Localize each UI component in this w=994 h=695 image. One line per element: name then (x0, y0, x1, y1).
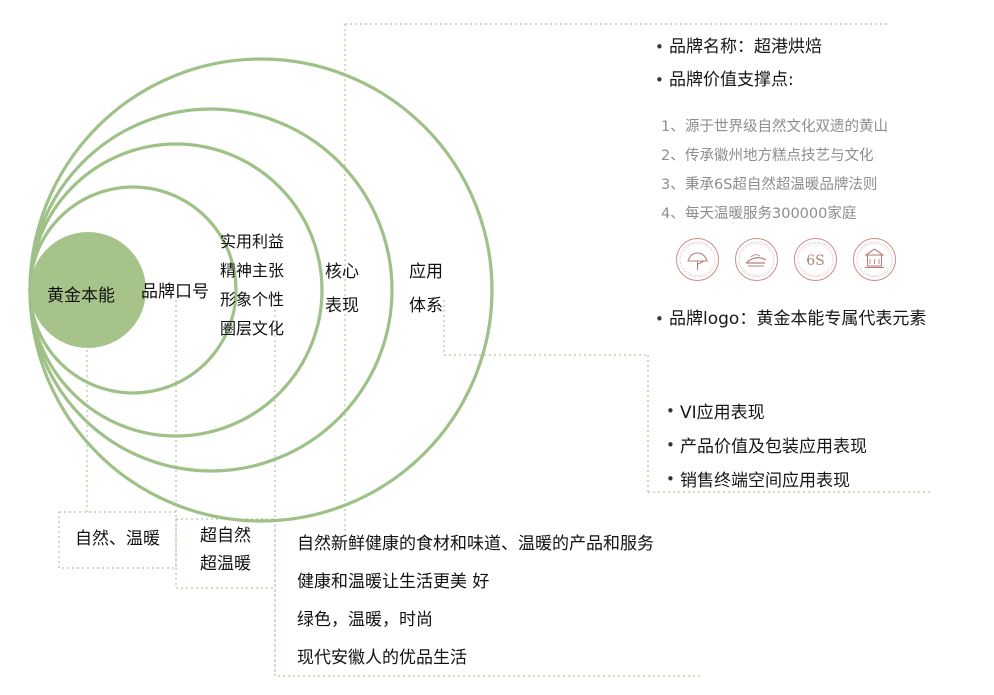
application-text: 销售终端空间应用表现 (680, 471, 850, 491)
support-text: 源于世界级自然文化双遗的黄山 (685, 119, 888, 135)
support-text: 每天温暖服务300000家庭 (685, 206, 857, 222)
core-circle-fill (30, 232, 146, 348)
bullet-icon: • (666, 470, 675, 488)
dotted-box-statements (274, 519, 700, 677)
bullet-icon: • (655, 310, 664, 328)
support-item: 4、 每天温暖服务300000家庭 (661, 202, 990, 227)
support-index: 3、 (661, 177, 685, 193)
ring-values-label: 实用利益 精神主张 形象个性 圈层文化 (220, 227, 284, 343)
bottom-statement-4: 现代安徽人的优品生活 (297, 648, 467, 668)
bottom-statement-3: 绿色，温暖，时尚 (297, 610, 433, 630)
application-text: 产品价值及包装应用表现 (680, 437, 867, 457)
bullet-icon: • (655, 38, 664, 56)
ring-application-system-line-2: 体系 (409, 296, 443, 316)
brand-logo-bullet-row: • 品牌logo：黄金本能专属代表元素 (655, 306, 990, 332)
numbered-support-list: 1、 源于世界级自然文化双遗的黄山 2、 传承徽州地方糕点技艺与文化 3、 秉承… (655, 115, 990, 227)
application-item: • 销售终端空间应用表现 (666, 466, 966, 496)
ring-values-line-1: 实用利益 (220, 232, 285, 251)
support-item: 2、 传承徽州地方糕点技艺与文化 (661, 144, 990, 169)
support-text: 秉承6S超自然超温暖品牌法则 (685, 177, 878, 193)
bullet-icon: • (666, 436, 675, 454)
badge-building-icon (852, 237, 897, 282)
support-item: 3、 秉承6S超自然超温暖品牌法则 (661, 173, 990, 198)
ring-values-line-3: 形象个性 (220, 290, 285, 309)
application-text: VI应用表现 (680, 403, 765, 423)
box-super-natural-line-1: 超自然 (200, 526, 251, 546)
ring-application-system-label: 应用 体系 (409, 255, 443, 323)
box-super-natural-line-2: 超温暖 (200, 554, 251, 574)
ring-slogan-label: 品牌口号 (141, 282, 209, 302)
brand-name-text: 品牌名称：超港烘焙 (669, 37, 822, 57)
badge-mountain-tree-icon (675, 237, 720, 282)
bullet-icon: • (666, 402, 675, 420)
brand-logo-text: 品牌logo：黄金本能专属代表元素 (669, 309, 927, 329)
application-item: • 产品价值及包装应用表现 (666, 432, 966, 462)
box-super-natural-warm-label: 超自然 超温暖 (176, 522, 275, 578)
bullet-icon: • (655, 71, 664, 89)
brand-value-support-bullet-row: • 品牌价值支撑点: (655, 67, 990, 93)
certification-badge-row: 6S (655, 237, 990, 282)
bottom-statement-1: 自然新鲜健康的食材和味道、温暖的产品和服务 (297, 534, 654, 554)
core-circle-label: 黄金本能 (47, 286, 115, 306)
brand-name-bullet-row: • 品牌名称：超港烘焙 (655, 34, 990, 60)
ring-values-line-4: 圈层文化 (220, 319, 285, 338)
support-item: 1、 源于世界级自然文化双遗的黄山 (661, 115, 990, 140)
right-panel: • 品牌名称：超港烘焙 • 品牌价值支撑点: 1、 源于世界级自然文化双遗的黄山… (655, 34, 990, 339)
application-list: • VI应用表现 • 产品价值及包装应用表现 • 销售终端空间应用表现 (666, 398, 966, 503)
support-text: 传承徽州地方糕点技艺与文化 (685, 148, 874, 164)
support-index: 2、 (661, 148, 685, 164)
brand-value-support-text: 品牌价值支撑点: (669, 70, 794, 90)
box-natural-warm-label: 自然、温暖 (75, 529, 160, 549)
ring-values-line-2: 精神主张 (220, 261, 285, 280)
application-item: • VI应用表现 (666, 398, 966, 428)
support-index: 1、 (661, 119, 685, 135)
ring-core-expression-line-1: 核心 (325, 262, 359, 282)
badge-6s-text: 6S (806, 253, 825, 269)
bottom-statement-2: 健康和温暖让生活更美 好 (297, 572, 490, 592)
badge-pastry-icon (734, 237, 779, 282)
bottom-statements-block: 自然新鲜健康的食材和味道、温暖的产品和服务 健康和温暖让生活更美 好 绿色，温暖… (297, 527, 654, 679)
badge-6s-icon: 6S (793, 237, 838, 282)
ring-application-system-line-1: 应用 (409, 262, 443, 282)
support-index: 4、 (661, 206, 685, 222)
ring-core-expression-line-2: 表现 (325, 296, 359, 316)
ring-core-expression-label: 核心 表现 (325, 255, 359, 323)
